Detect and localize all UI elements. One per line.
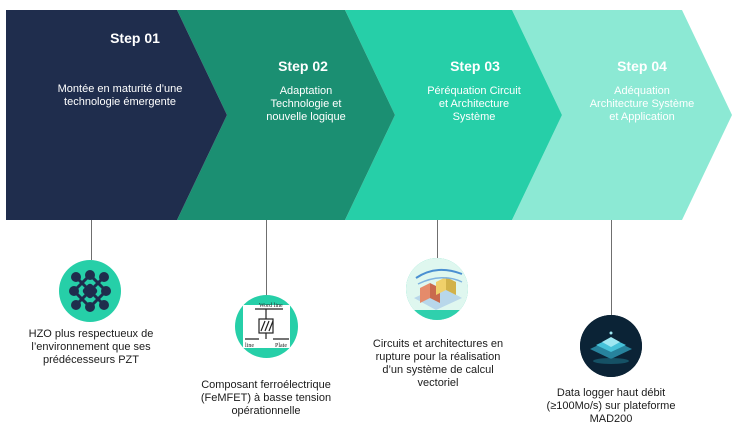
step-02-description: Adaptation Technologie et nouvelle logiq… (236, 85, 376, 124)
icon-label-word-line: Word line (259, 303, 283, 309)
step-01-description-text: Montée en maturité d’une technologie éme… (57, 83, 183, 108)
step-02-chevron (177, 10, 395, 220)
step-03-connector (437, 220, 438, 258)
step-01-chevron (6, 10, 227, 220)
milestone-04-caption: Data logger haut débit (≥100Mo/s) sur pl… (527, 387, 695, 426)
step-02-title: Step 02 (278, 58, 328, 74)
milestone-03-caption: Circuits et architectures en rupture pou… (350, 338, 526, 390)
milestone-04-caption-text: Data logger haut débit (≥100Mo/s) sur pl… (546, 387, 676, 425)
step-02-description-text: Adaptation Technologie et nouvelle logiq… (266, 85, 346, 123)
step-04-title: Step 04 (617, 58, 667, 74)
step-01-title: Step 01 (110, 30, 160, 46)
milestone-01-caption-text: HZO plus respectueux de l’environnement … (28, 328, 154, 366)
step-03-description: Péréquation Circuit et Architecture Syst… (404, 85, 544, 124)
step-04-connector (611, 220, 612, 316)
ferroelectric-circuit-icon: Word line line Plate (235, 295, 298, 358)
3d-circuit-architecture-icon (406, 258, 468, 320)
step-04-description-text: Adéquation Architecture Système et Appli… (589, 85, 695, 123)
milestone-03-caption-text: Circuits et architectures en rupture pou… (372, 338, 504, 389)
step-04-chevron (512, 10, 732, 220)
step-01-connector (91, 220, 92, 260)
step-04-description: Adéquation Architecture Système et Appli… (572, 85, 712, 124)
step-03-chevron (345, 10, 562, 220)
data-logger-board-icon (580, 315, 642, 377)
milestone-02-caption-text: Composant ferroélectrique (FeMFET) à bas… (200, 379, 332, 417)
step-01-description: Montée en maturité d’une technologie éme… (22, 83, 218, 109)
icon-label-plate: Plate (275, 343, 287, 349)
step-02-connector (266, 220, 267, 295)
step-03-title: Step 03 (450, 58, 500, 74)
milestone-01-caption: HZO plus respectueux de l’environnement … (8, 328, 174, 367)
milestone-02-caption: Composant ferroélectrique (FeMFET) à bas… (180, 379, 352, 418)
molecule-lattice-icon (59, 260, 121, 322)
step-03-description-text: Péréquation Circuit et Architecture Syst… (427, 85, 521, 123)
icon-label-line: line (245, 343, 254, 349)
